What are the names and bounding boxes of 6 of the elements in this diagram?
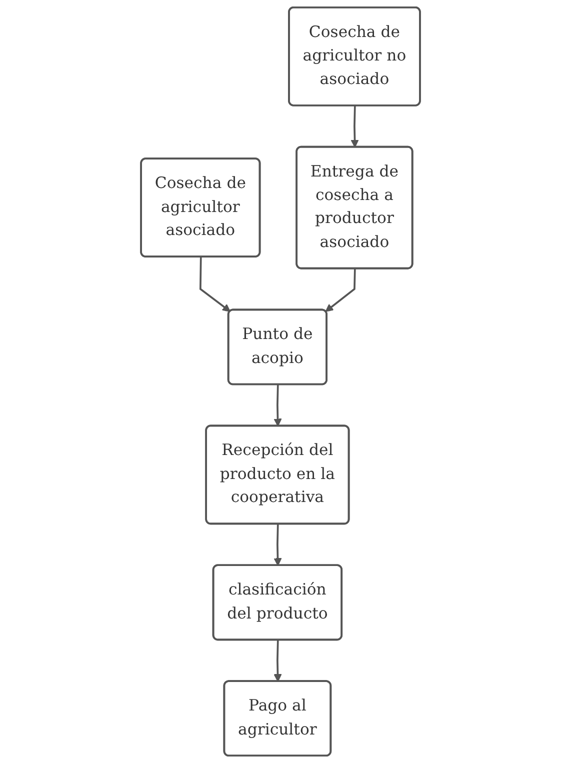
arrow (325, 268, 356, 312)
arrow (350, 106, 359, 148)
arrow (274, 384, 282, 426)
arrow (274, 524, 282, 566)
arrow (200, 257, 231, 312)
arrow (274, 640, 282, 682)
